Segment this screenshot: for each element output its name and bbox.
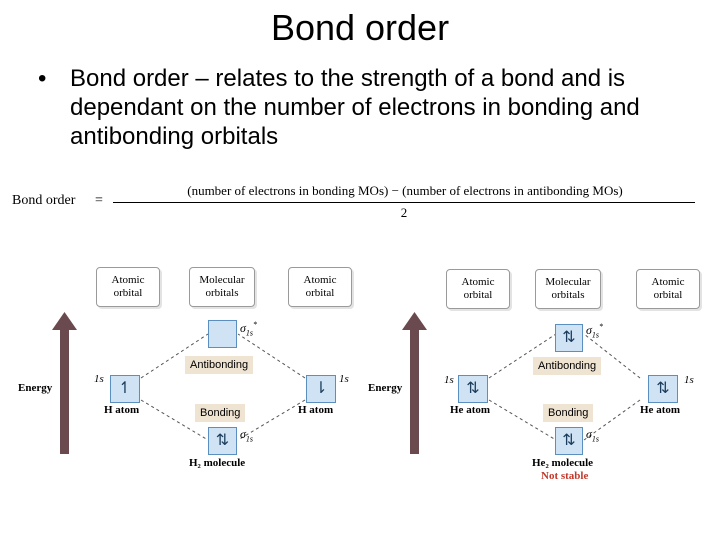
sigma-label: σ1s bbox=[240, 427, 254, 444]
energy-label: Energy bbox=[18, 382, 53, 394]
antibonding-orbital-box bbox=[208, 320, 237, 348]
energy-arrow-shaft bbox=[60, 324, 69, 454]
correlation-lines bbox=[140, 333, 306, 441]
header-atomic-orbital-left: Atomic orbital bbox=[96, 267, 160, 307]
right-atom-label: H atom bbox=[298, 404, 334, 416]
left-atom-label: H atom bbox=[104, 404, 140, 416]
right-atomic-orbital-box: ⇂ bbox=[306, 375, 336, 403]
energy-label: Energy bbox=[368, 382, 403, 394]
header-atomic-orbital-right: Atomic orbital bbox=[288, 267, 352, 307]
right-atomic-orbital-box: ⇅ bbox=[648, 375, 678, 403]
mo-diagram-lines bbox=[402, 312, 641, 454]
equation-denominator: 2 bbox=[400, 205, 408, 220]
left-1s-label: 1s bbox=[444, 374, 454, 386]
right-atom-label: He atom bbox=[640, 404, 681, 416]
correlation-lines bbox=[488, 333, 641, 441]
right-1s-label: 1s bbox=[684, 374, 694, 386]
sigma-star-label: σ1s* bbox=[586, 322, 604, 340]
energy-arrow-head bbox=[52, 312, 77, 330]
header-atomic-orbital-right: Atomic orbital bbox=[636, 269, 700, 309]
equation-numerator: (number of electrons in bonding MOs) − (… bbox=[187, 183, 623, 198]
left-atomic-orbital-box: ⇅ bbox=[458, 375, 488, 403]
bonding-tag: Bonding bbox=[543, 404, 594, 422]
antibonding-tag: Antibonding bbox=[533, 357, 602, 375]
energy-arrow-head bbox=[402, 312, 427, 330]
antibonding-orbital-box: ⇅ bbox=[555, 324, 583, 352]
bonding-orbital-box: ⇅ bbox=[208, 427, 237, 455]
bonding-orbital-box: ⇅ bbox=[555, 427, 583, 455]
mo-diagram-he2: Atomic orbital Molecular orbitals Atomic… bbox=[358, 262, 713, 497]
left-atom-label: He atom bbox=[450, 404, 491, 416]
fraction-bar bbox=[113, 202, 695, 203]
mo-diagram-lines bbox=[52, 312, 306, 454]
equation-equals: = bbox=[95, 193, 103, 208]
left-1s-label: 1s bbox=[94, 373, 104, 385]
left-atomic-orbital-box: ↿ bbox=[110, 375, 140, 403]
antibonding-tag: Antibonding bbox=[185, 356, 254, 374]
bullet-marker: • bbox=[38, 65, 47, 92]
header-molecular-orbitals: Molecular orbitals bbox=[535, 269, 601, 309]
bonding-tag: Bonding bbox=[195, 404, 246, 422]
equation-label: Bond order bbox=[12, 193, 76, 208]
right-1s-label: 1s bbox=[339, 373, 349, 385]
mo-diagram-h2: Atomic orbital Molecular orbitals Atomic… bbox=[8, 262, 363, 497]
header-atomic-orbital-left: Atomic orbital bbox=[446, 269, 510, 309]
header-molecular-orbitals: Molecular orbitals bbox=[189, 267, 255, 307]
bullet-text: Bond order – relates to the strength of … bbox=[70, 65, 640, 150]
molecule-label: He₂ molecule bbox=[532, 457, 594, 469]
energy-arrow-shaft bbox=[410, 324, 419, 454]
sigma-star-label: σ1s* bbox=[240, 320, 258, 338]
not-stable-note: Not stable bbox=[541, 470, 589, 482]
sigma-label: σ1s bbox=[586, 427, 600, 444]
slide-title: Bond order bbox=[270, 7, 450, 48]
molecule-label: H₂ molecule bbox=[189, 457, 246, 469]
